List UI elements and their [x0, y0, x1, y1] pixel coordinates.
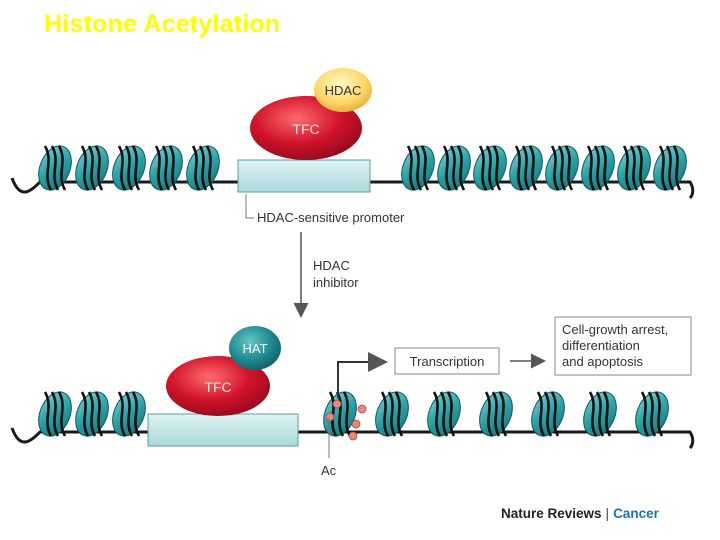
nucleosome	[509, 145, 543, 191]
tfc-label-top: TFC	[292, 121, 319, 137]
page-title: Histone Acetylation	[44, 10, 281, 38]
nucleosome	[75, 145, 109, 191]
outcome-line-3: and apoptosis	[562, 354, 643, 369]
acetyl-dot	[348, 431, 358, 441]
acetyl-dot	[351, 419, 361, 429]
nucleosome	[149, 145, 183, 191]
acetyl-dot	[325, 412, 335, 422]
nucleosome	[38, 391, 72, 437]
outcome-line-2: differentiation	[562, 338, 640, 353]
credit-section: Cancer	[613, 506, 659, 521]
acetyl-dot	[357, 404, 367, 414]
nucleosome	[427, 391, 461, 437]
tfc-shape-top	[250, 96, 362, 160]
nucleosome-array-top-left	[38, 145, 220, 191]
promoter-box-top	[237, 159, 371, 193]
nucleosome-array-top-right	[401, 145, 687, 191]
credit-separator: |	[605, 506, 610, 521]
nucleosome	[531, 391, 565, 437]
nucleosome	[112, 391, 146, 437]
nucleosome	[545, 145, 579, 191]
tfc-shape-bottom	[166, 356, 270, 416]
acetyl-groups	[325, 399, 367, 441]
nucleosome	[38, 145, 72, 191]
nucleosome	[75, 391, 109, 437]
nucleosome-array-bottom-left	[38, 391, 146, 437]
hat-label: HAT	[242, 341, 267, 356]
tfc-label-bottom: TFC	[204, 379, 231, 395]
journal-credit: Nature Reviews|Cancer	[501, 506, 659, 521]
nucleosome	[653, 145, 687, 191]
transcription-box	[394, 347, 500, 375]
nucleosome	[112, 145, 146, 191]
nucleosome	[479, 391, 513, 437]
outcome-line-1: Cell-growth arrest,	[562, 322, 668, 337]
nucleosome	[581, 145, 615, 191]
arrow-label-line2: inhibitor	[313, 275, 359, 290]
ac-label: Ac	[321, 463, 337, 478]
nucleosome	[617, 145, 651, 191]
nucleosome	[635, 391, 669, 437]
arrow-label-line1: HDAC	[313, 258, 350, 273]
nucleosome-array-bottom-right	[323, 391, 669, 437]
transcription-start-arrow	[337, 352, 388, 398]
nucleosome	[401, 145, 435, 191]
transcription-label: Transcription	[410, 354, 485, 369]
dna-strand-bottom	[10, 427, 695, 450]
hdac-shape	[314, 68, 372, 112]
hdac-label: HDAC	[325, 83, 362, 98]
nucleosome	[375, 391, 409, 437]
nucleosome	[473, 145, 507, 191]
promoter-box-bottom	[147, 413, 299, 447]
nucleosome	[437, 145, 471, 191]
promoter-label: HDAC-sensitive promoter	[257, 210, 405, 225]
hat-shape	[229, 326, 281, 370]
acetyl-dot	[332, 399, 342, 409]
credit-journal: Nature Reviews	[501, 506, 602, 521]
nucleosome	[583, 391, 617, 437]
outcome-box	[554, 316, 692, 376]
promoter-bracket	[245, 194, 254, 219]
nucleosome	[186, 145, 220, 191]
